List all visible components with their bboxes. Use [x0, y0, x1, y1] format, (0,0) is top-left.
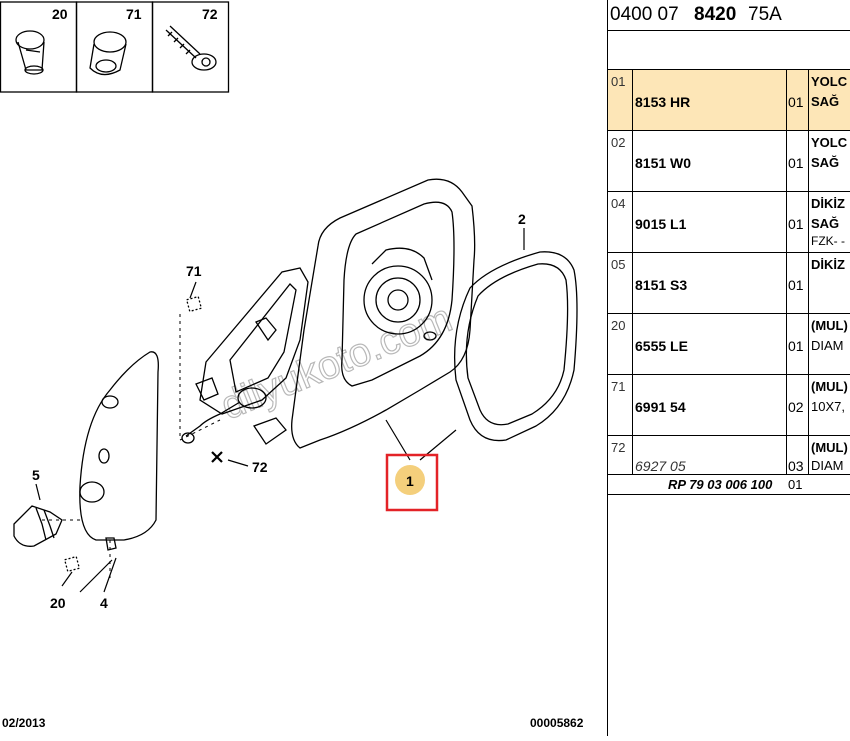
header-code-main: 8420 — [694, 4, 737, 25]
footer-page-id: 00005862 — [530, 716, 584, 730]
part-desc-line2: 10X7, — [811, 399, 845, 414]
callout-72: 72 — [252, 459, 268, 475]
part-desc-line2: DIAM — [811, 458, 844, 473]
part-quantity: 01 — [788, 155, 804, 171]
part-desc-line1: (MUL) — [811, 318, 848, 333]
footer-date: 02/2013 — [2, 716, 46, 730]
part-reference[interactable]: 9015 L1 — [635, 216, 687, 232]
panel-header-spacer — [608, 31, 850, 70]
lamp-bulb-part[interactable] — [13, 505, 63, 547]
thumb-label-72: 72 — [202, 6, 218, 22]
part-reference[interactable]: 8151 W0 — [635, 155, 692, 171]
mirror-housing[interactable] — [291, 178, 476, 449]
part-desc-line1: YOLC — [811, 135, 848, 150]
row-index: 04 — [611, 196, 626, 211]
callout-5: 5 — [32, 467, 40, 483]
table-row[interactable]: 72 6927 05 03 (MUL) DIAM — [608, 436, 850, 475]
part-reference[interactable]: 6555 LE — [635, 338, 688, 354]
table-row[interactable]: 02 8151 W0 01 YOLC SAĞ — [608, 131, 850, 192]
table-row[interactable]: 04 9015 L1 01 DİKİZ SAĞ FZK- - — [608, 192, 850, 253]
thumb-label-71: 71 — [126, 6, 142, 22]
exploded-parts-diagram: 20 71 72 dilyukoto.com — [0, 1, 584, 730]
part-quantity: 01 — [788, 216, 804, 232]
table-row-alternate-ref[interactable]: RP 79 03 006 100 01 — [608, 474, 850, 495]
bulb-socket-thumb-icon — [15, 30, 45, 75]
row-index: 01 — [611, 74, 626, 89]
panel-divider — [607, 0, 608, 736]
part-desc-line2: SAĞ — [811, 94, 840, 109]
grommet-thumb-icon — [89, 31, 127, 76]
row-index: 20 — [611, 318, 626, 333]
parts-list-panel: 0400 07 8420 75A 01 8153 HR 01 YOLC SAĞ … — [608, 0, 850, 736]
part-quantity: 03 — [788, 458, 804, 474]
table-row[interactable]: 20 6555 LE 01 (MUL) DIAM — [608, 314, 850, 375]
grommet-71-part[interactable] — [185, 295, 203, 313]
alternate-part-reference[interactable]: RP 79 03 006 100 — [668, 477, 773, 492]
part-1-highlight-box[interactable] — [385, 453, 439, 512]
panel-header: 0400 07 8420 75A — [608, 0, 850, 31]
part-desc-line1: DİKİZ — [811, 196, 845, 211]
callout-2: 2 — [518, 211, 526, 227]
part-desc-line1: (MUL) — [811, 379, 848, 394]
row-index: 71 — [611, 379, 626, 394]
part-reference[interactable]: 6927 05 — [635, 458, 686, 474]
alternate-part-quantity: 01 — [788, 477, 803, 492]
motor-cable[interactable] — [181, 387, 267, 444]
part-quantity: 01 — [788, 277, 804, 293]
part-quantity: 02 — [788, 399, 804, 415]
part-quantity: 01 — [788, 94, 804, 110]
mirror-glass-part[interactable] — [453, 251, 578, 442]
socket-20-part[interactable] — [63, 555, 81, 573]
part-reference[interactable]: 8153 HR — [635, 94, 691, 110]
thumb-box-72[interactable] — [151, 1, 230, 93]
callout-71: 71 — [186, 263, 202, 279]
row-index: 02 — [611, 135, 626, 150]
table-row[interactable]: 71 6991 54 02 (MUL) 10X7, — [608, 375, 850, 436]
callout-4: 4 — [100, 595, 108, 611]
part-desc-line2: SAĞ — [811, 216, 840, 231]
screw-thumb-icon — [165, 25, 217, 71]
part-desc-line3: FZK- - — [811, 234, 845, 248]
part-1-badge — [395, 465, 425, 495]
part-desc-line1: YOLC — [811, 74, 848, 89]
thumb-label-20: 20 — [52, 6, 68, 22]
diagram-canvas: 20 71 72 dilyukoto.com — [0, 1, 578, 611]
table-row[interactable]: 01 8153 HR 01 YOLC SAĞ — [608, 70, 850, 131]
row-index: 05 — [611, 257, 626, 272]
table-row[interactable]: 05 8151 S3 01 DİKİZ — [608, 253, 850, 314]
part-reference[interactable]: 6991 54 — [635, 399, 686, 415]
row-index: 72 — [611, 440, 626, 455]
part-desc-line1: DİKİZ — [811, 257, 845, 272]
part-desc-line2: SAĞ — [811, 155, 840, 170]
screw-72-marker-icon — [211, 451, 223, 463]
header-code-prefix: 0400 07 — [610, 4, 679, 25]
callout-1: 1 — [406, 473, 414, 489]
part-desc-line1: (MUL) — [811, 440, 848, 455]
part-desc-line2: DIAM — [811, 338, 844, 353]
header-code-suffix: 75A — [748, 4, 782, 25]
part-reference[interactable]: 8151 S3 — [635, 277, 688, 293]
mirror-cover-shell[interactable] — [79, 351, 159, 551]
mirror-mount-bracket[interactable] — [195, 267, 309, 445]
callout-20: 20 — [50, 595, 66, 611]
part-quantity: 01 — [788, 338, 804, 354]
